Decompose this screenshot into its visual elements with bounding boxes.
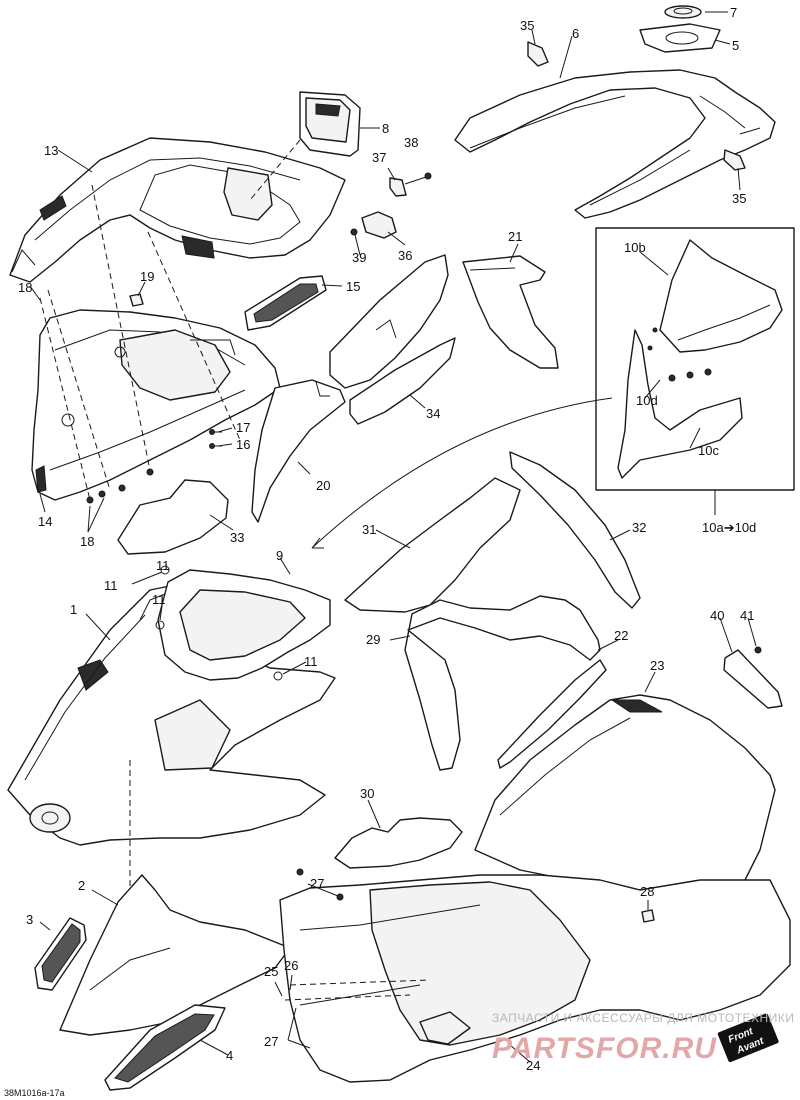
part-34-panel xyxy=(329,254,456,425)
callout-31: 31 xyxy=(362,522,376,537)
part-9-headlight-housing xyxy=(155,565,331,681)
part-28-clip xyxy=(641,909,655,923)
callout-17: 17 xyxy=(236,420,250,435)
inset-label: 10a➔10d xyxy=(702,520,756,535)
part-19-clip xyxy=(129,293,144,307)
callout-25: 25 xyxy=(264,964,278,979)
inset-windshield-group xyxy=(595,227,795,491)
callout-labels: 1 2 3 4 5 6 7 8 9 10b 10c 10d 11 11 11 1… xyxy=(18,5,756,1073)
callout-3: 3 xyxy=(26,912,33,927)
part-36-bracket xyxy=(361,211,397,239)
callout-21: 21 xyxy=(508,229,522,244)
callout-4: 4 xyxy=(226,1048,233,1063)
callout-11-a: 11 xyxy=(104,578,118,593)
part-30-pad xyxy=(334,817,463,869)
part-20-panel xyxy=(251,379,346,523)
part-24-lower-panel xyxy=(279,868,791,1083)
part-29-panel xyxy=(404,595,601,771)
callout-10d: 10d xyxy=(636,393,658,408)
callout-35-b: 35 xyxy=(732,191,746,206)
watermark: ЗАПЧАСТИ И АКСЕССУАРЫ ДЛЯ МОТОТЕХНИКИ PA… xyxy=(492,1011,794,1065)
part-13-dashboard-upper xyxy=(9,137,346,283)
callout-10b: 10b xyxy=(624,240,646,255)
part-2-lower-nose xyxy=(59,874,291,1036)
callout-38: 38 xyxy=(404,135,418,150)
part-5-plate xyxy=(639,23,721,53)
part-18-fasteners xyxy=(86,468,154,504)
part-32-strip xyxy=(509,451,641,609)
callout-10c: 10c xyxy=(698,443,719,458)
callout-26: 26 xyxy=(284,958,298,973)
callout-11-c: 11 xyxy=(304,654,318,669)
part-39-nut xyxy=(350,228,358,236)
callout-35-a: 35 xyxy=(520,18,534,33)
callout-15: 15 xyxy=(346,279,360,294)
callout-19: 19 xyxy=(140,269,154,284)
callout-36: 36 xyxy=(398,248,412,263)
diagram-reference-code: 38M1016a-17a xyxy=(4,1088,65,1098)
callout-8: 8 xyxy=(382,121,389,136)
part-31-panel xyxy=(344,477,521,613)
callout-11-b: 11 xyxy=(152,592,166,607)
watermark-main-text: PARTSFOR.RU xyxy=(492,1032,717,1065)
callout-29: 29 xyxy=(366,632,380,647)
part-38-screw xyxy=(404,172,432,185)
callout-18-b: 18 xyxy=(80,534,94,549)
callout-18-a: 18 xyxy=(18,280,32,295)
part-23-side-panel xyxy=(474,694,776,936)
assembly-arc xyxy=(311,397,613,549)
callout-37: 37 xyxy=(372,150,386,165)
callout-27-b: 27 xyxy=(264,1034,278,1049)
part-4-grille xyxy=(104,1004,226,1091)
part-41-screw xyxy=(754,646,762,654)
assembly-lines-dashboard xyxy=(39,139,301,501)
callout-27-a: 27 xyxy=(310,876,324,891)
callout-24: 24 xyxy=(526,1058,540,1073)
part-40-bracket xyxy=(723,649,783,709)
callout-34: 34 xyxy=(426,406,440,421)
callout-20: 20 xyxy=(316,478,330,493)
callout-23: 23 xyxy=(650,658,664,673)
callout-2: 2 xyxy=(78,878,85,893)
callout-33: 33 xyxy=(230,530,244,545)
part-3-grille xyxy=(34,917,87,991)
callout-11-d: 11 xyxy=(156,558,170,573)
callout-30: 30 xyxy=(360,786,374,801)
part-6-upper-frame xyxy=(454,69,776,219)
watermark-top-text: ЗАПЧАСТИ И АКСЕССУАРЫ ДЛЯ МОТОТЕХНИКИ xyxy=(492,1011,794,1025)
part-37-clip xyxy=(389,177,407,197)
callout-16: 16 xyxy=(236,437,250,452)
callout-28: 28 xyxy=(640,884,654,899)
part-35-clip-top xyxy=(527,41,549,67)
part-21-duct xyxy=(462,255,559,369)
part-35-clip-right xyxy=(723,149,746,171)
callout-22: 22 xyxy=(614,628,628,643)
part-33-pad xyxy=(117,479,229,555)
part-7-ring xyxy=(664,5,702,19)
callout-32: 32 xyxy=(632,520,646,535)
callout-40: 40 xyxy=(710,608,724,623)
callout-14: 14 xyxy=(38,514,52,529)
part-14-dashboard-lower xyxy=(31,309,281,501)
callout-7: 7 xyxy=(730,5,737,20)
part-22-strip xyxy=(497,659,607,769)
part-8-cover xyxy=(299,91,361,157)
callout-5: 5 xyxy=(732,38,739,53)
callout-41: 41 xyxy=(740,608,754,623)
callout-9: 9 xyxy=(276,548,283,563)
leader-lines xyxy=(29,11,757,1063)
callout-1: 1 xyxy=(70,602,77,617)
part-15-grille xyxy=(244,275,327,331)
callout-39: 39 xyxy=(352,250,366,265)
callout-6: 6 xyxy=(572,26,579,41)
callout-13: 13 xyxy=(44,143,58,158)
